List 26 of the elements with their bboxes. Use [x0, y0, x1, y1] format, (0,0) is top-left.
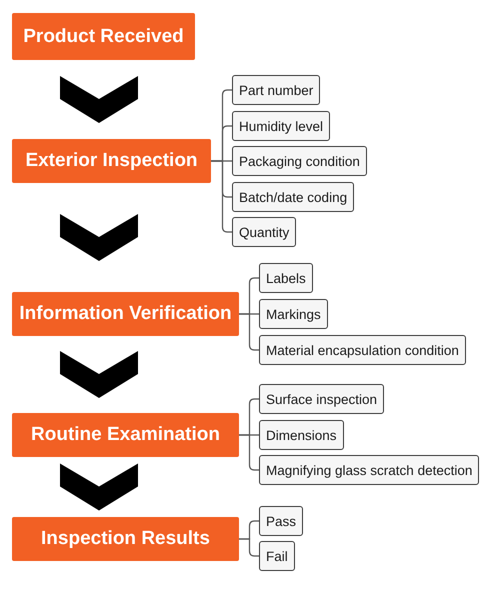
checklist-item: Fail — [259, 541, 295, 571]
connector-line — [239, 434, 259, 471]
process-step: Product Received — [12, 13, 195, 60]
process-step: Exterior Inspection — [12, 139, 211, 183]
connector-line — [211, 160, 232, 233]
chevron-arrow — [60, 214, 138, 261]
chevron-arrow — [60, 464, 138, 510]
checklist-item: Material encapsulation condition — [259, 335, 466, 365]
checklist-item: Labels — [259, 263, 313, 293]
process-step: Information Verification — [12, 292, 239, 336]
checklist-item: Dimensions — [259, 420, 344, 450]
checklist-item: Magnifying glass scratch detection — [259, 455, 480, 485]
connector-line — [239, 313, 259, 351]
chevron-arrow — [60, 351, 138, 398]
checklist-item: Markings — [259, 299, 328, 329]
checklist-item: Quantity — [232, 217, 296, 247]
checklist-item: Part number — [232, 75, 320, 105]
process-step: Inspection Results — [12, 517, 239, 561]
connector-line — [239, 538, 259, 557]
checklist-item: Pass — [259, 506, 304, 536]
chevron-arrow — [60, 76, 138, 123]
checklist-item: Surface inspection — [259, 384, 384, 414]
checklist-item: Batch/date coding — [232, 182, 354, 212]
process-step: Routine Examination — [12, 413, 239, 457]
checklist-item: Humidity level — [232, 111, 330, 141]
checklist-item: Packaging condition — [232, 146, 367, 176]
